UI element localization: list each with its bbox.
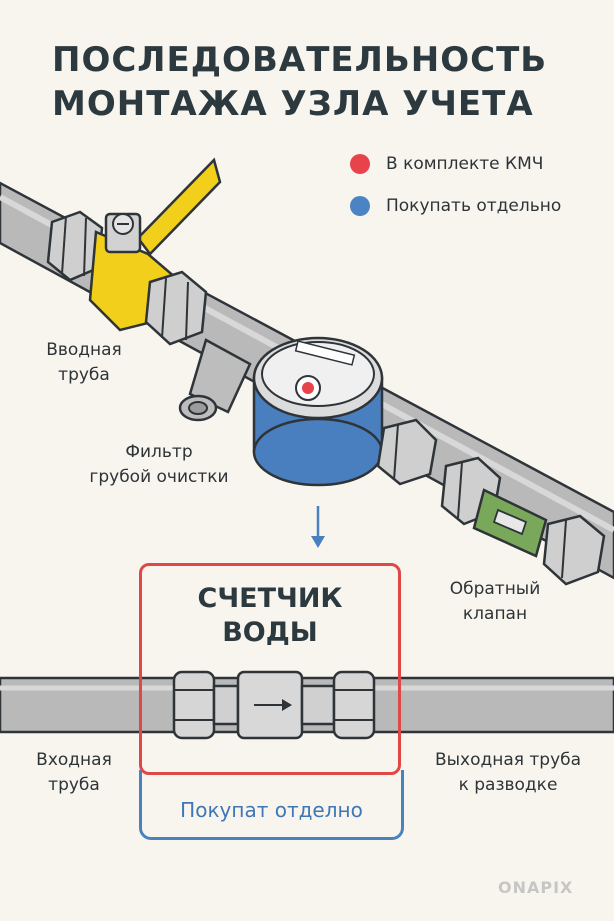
- arrow-down-icon: [311, 506, 325, 548]
- buy-separately-box: [139, 770, 404, 840]
- union-nut-check-right: [542, 514, 606, 586]
- label-inlet-pipe-bottom: Входная труба: [36, 750, 112, 795]
- page-title: ПОСЛЕДОВАТЕЛЬНОСТЬ МОНТАЖА УЗЛА УЧЕТА: [52, 40, 548, 124]
- union-nut-right: [376, 418, 438, 486]
- label-inlet-pipe-top: Вводная труба: [46, 340, 122, 385]
- blue-dot-icon: [350, 196, 370, 216]
- check-valve-icon: [472, 488, 548, 558]
- label-outlet-pipe: Выходная труба к разводке: [434, 750, 582, 795]
- counter-title: СЧЕТЧИК ВОДЫ: [197, 583, 343, 648]
- legend: В комплекте КМЧ Покупать отдельно: [350, 152, 561, 236]
- red-dot-icon: [350, 154, 370, 174]
- legend-item-kit: В комплекте КМЧ: [350, 152, 561, 176]
- legend-label-kit: В комплекте КМЧ: [386, 154, 544, 174]
- flow-arrow-icon: [254, 699, 292, 711]
- legend-label-separate: Покупать отдельно: [386, 196, 562, 216]
- label-coarse-filter: Фильтр грубой очистки: [89, 442, 229, 487]
- watermark-logo: ONAPIX: [498, 878, 574, 897]
- label-check-valve: Обратный клапан: [449, 579, 541, 624]
- water-meter-icon: [252, 336, 384, 487]
- legend-item-separate: Покупать отдельно: [350, 194, 561, 218]
- union-nut-valve: [144, 270, 208, 346]
- coarse-filter-icon: [178, 338, 252, 422]
- counter-box: [139, 563, 401, 775]
- buy-separately-caption: Покупат отделно: [180, 798, 363, 822]
